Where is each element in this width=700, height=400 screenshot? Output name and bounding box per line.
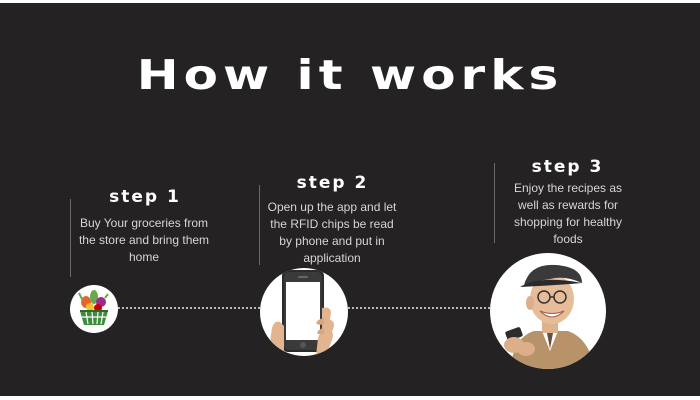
- page-title: How it works: [136, 51, 564, 99]
- step-1-heading: step 1: [109, 187, 181, 207]
- timeline-connector-1: [118, 307, 260, 309]
- step-2-heading: step 2: [296, 173, 369, 193]
- happy-man-with-phone: [490, 253, 606, 369]
- step-1-divider: [70, 199, 71, 277]
- step-3-description: Enjoy the recipes as well as rewards for…: [513, 181, 623, 246]
- step-2-description: Open up the app and let the RFID chips b…: [267, 200, 397, 265]
- hand-holding-phone: [260, 268, 348, 356]
- how-it-works-slide: How it works step 1 Buy Your groceries f…: [0, 3, 700, 396]
- step-2-divider: [259, 185, 260, 265]
- step-3-heading: step 3: [531, 157, 604, 177]
- step-1-description: Buy Your groceries from the store and br…: [78, 216, 210, 264]
- grocery-basket-icon: [70, 285, 118, 333]
- timeline-connector-2: [348, 307, 490, 309]
- step-3-divider: [494, 163, 495, 243]
